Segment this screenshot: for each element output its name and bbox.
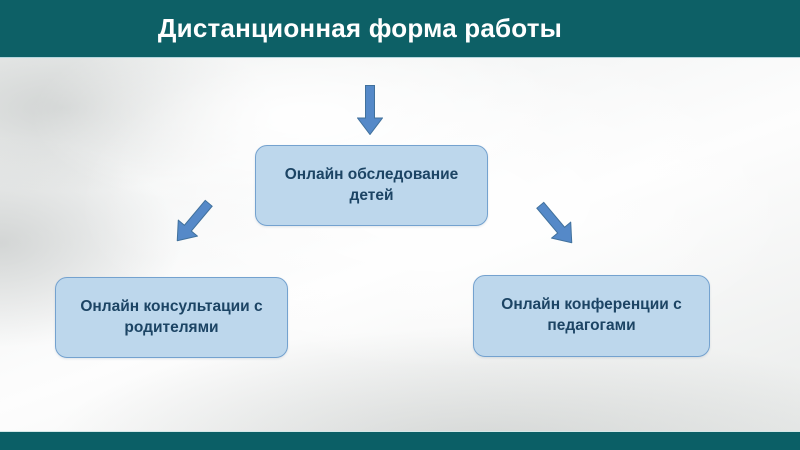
slide-header-bar: Дистанционная форма работы [0, 0, 800, 58]
diagram-box-online-examination: Онлайн обследование детей [255, 145, 488, 226]
diagram-box-online-conferences: Онлайн конференции с педагогами [473, 275, 710, 357]
slide-footer-bar [0, 431, 800, 450]
slide-title: Дистанционная форма работы [157, 13, 563, 43]
diagram-box-label: Онлайн консультации с родителями [80, 297, 263, 336]
diagram-box-online-consultations: Онлайн консультации с родителями [55, 277, 288, 358]
down-arrow-icon [357, 85, 383, 135]
diagram-box-label: Онлайн конференции с педагогами [501, 296, 682, 334]
down-left-arrow-icon [167, 194, 219, 249]
diagram-box-label: Онлайн обследование детей [284, 165, 459, 204]
down-right-arrow-icon [530, 196, 582, 251]
